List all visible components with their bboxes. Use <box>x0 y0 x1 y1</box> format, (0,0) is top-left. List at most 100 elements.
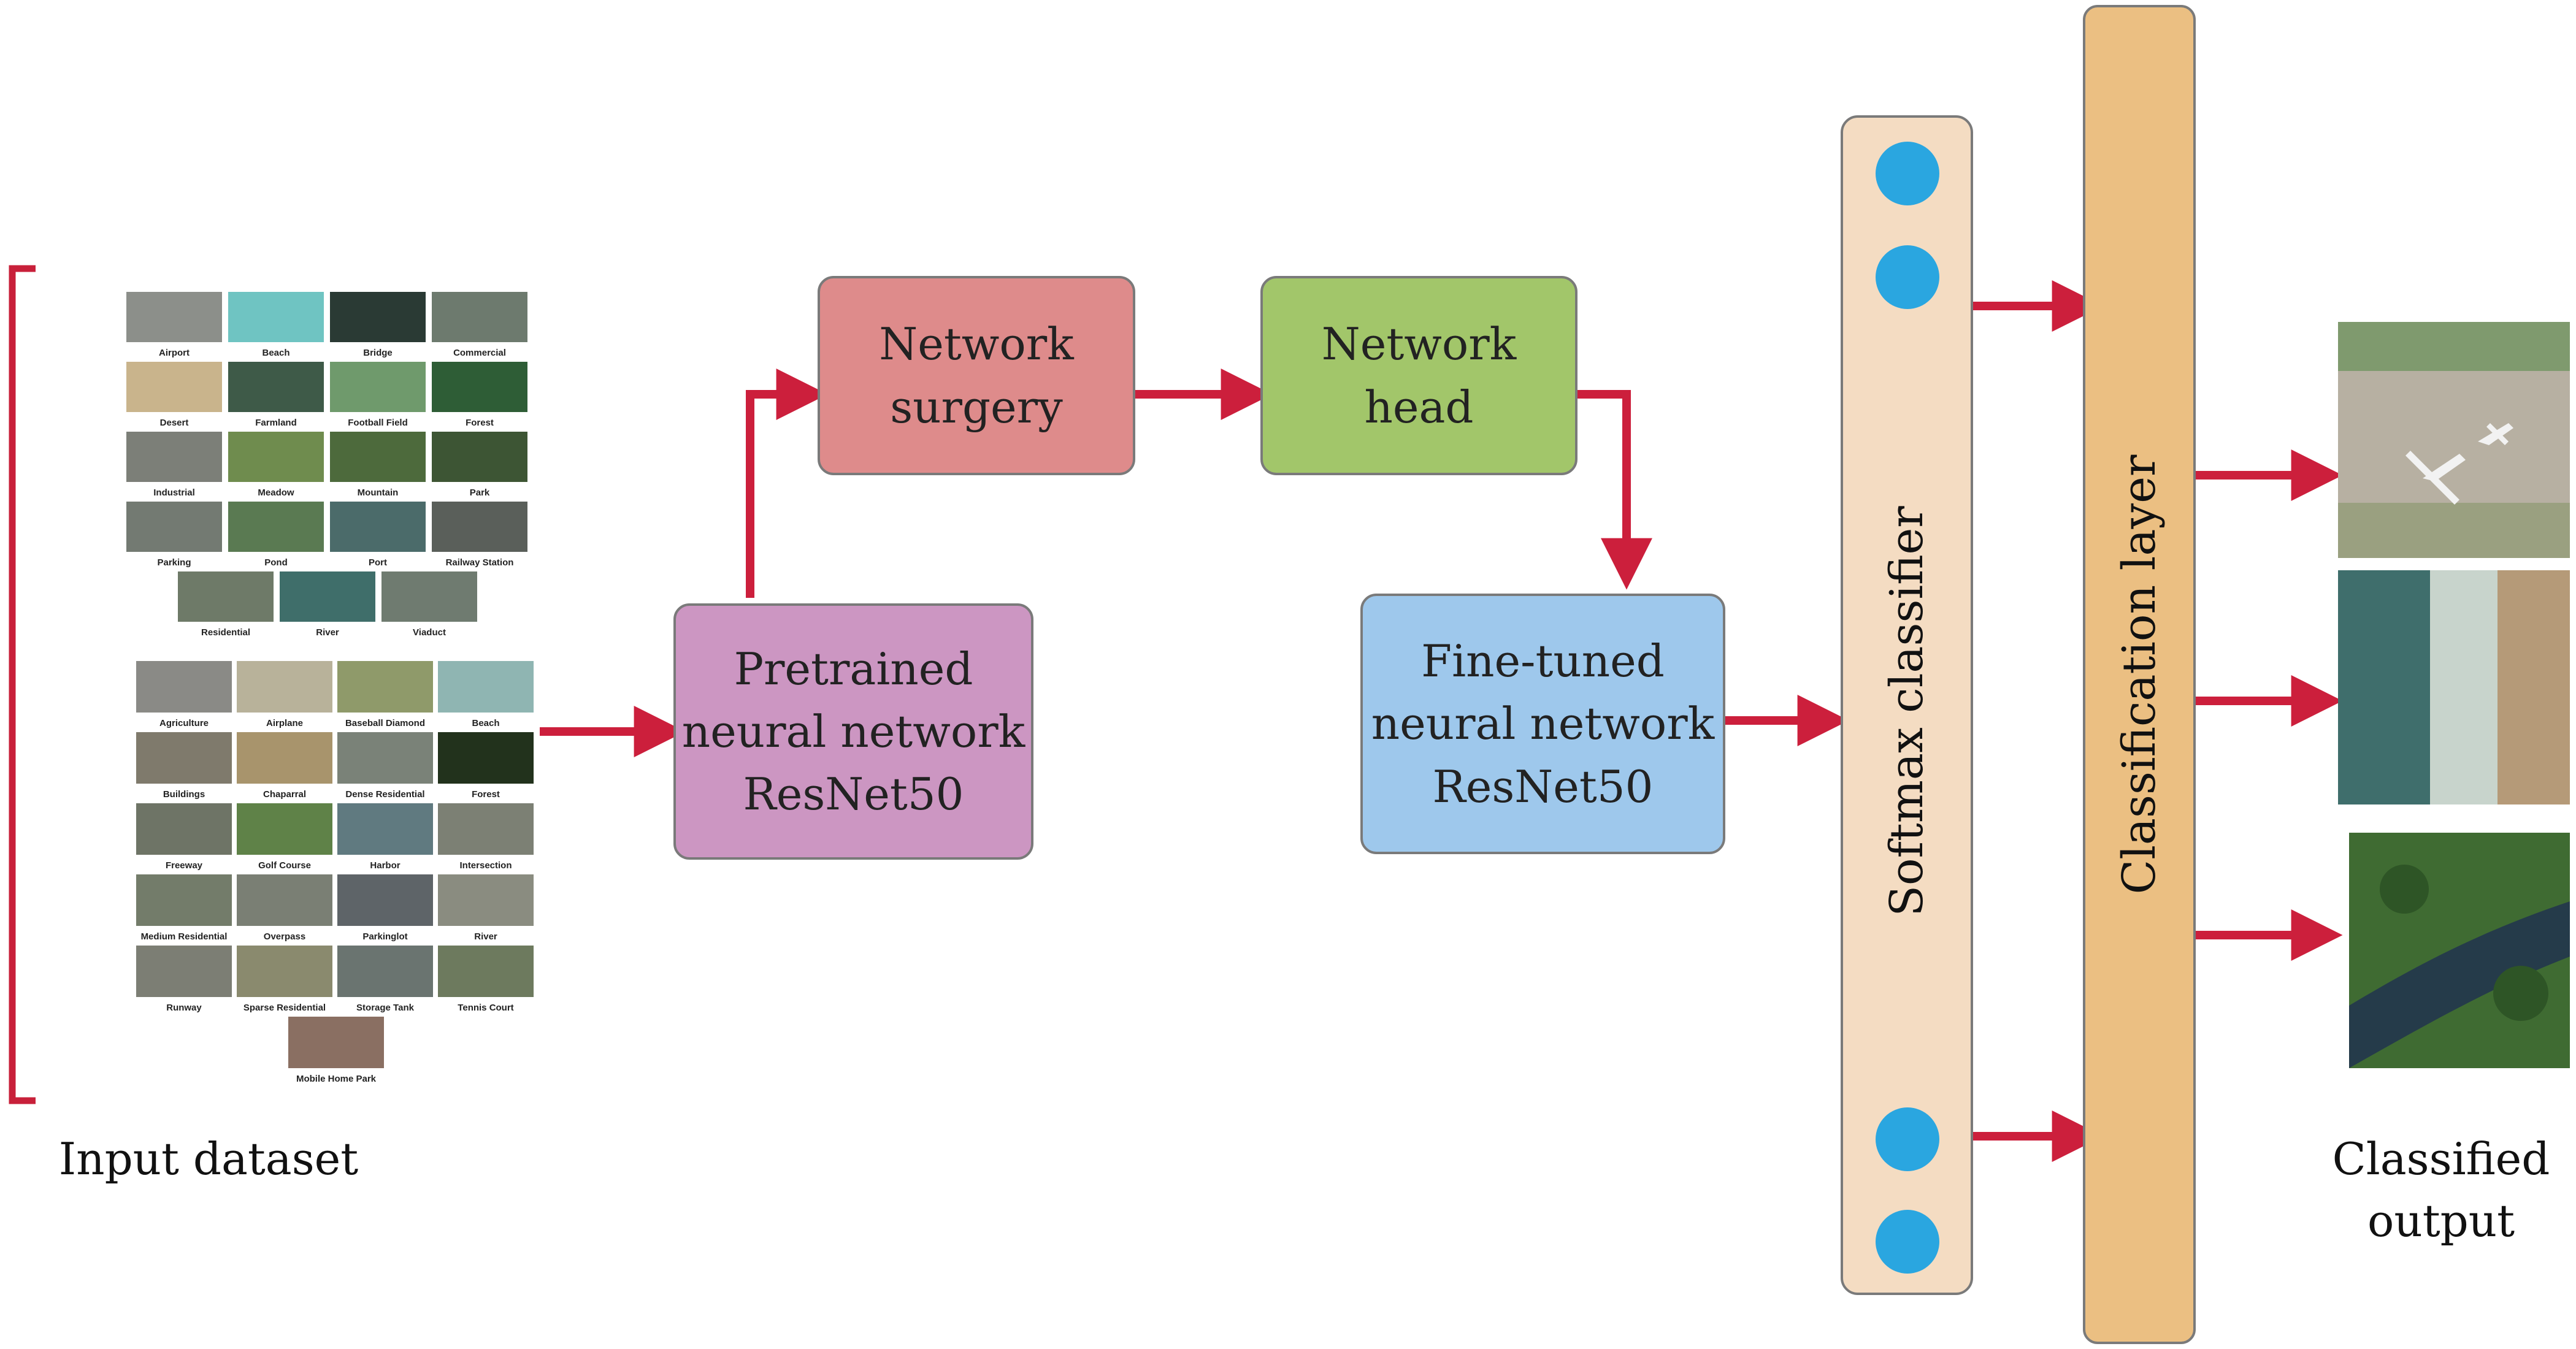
thumb-railway-station <box>432 502 527 552</box>
thumb-meadow <box>228 432 324 482</box>
label-mobile-home-park: Mobile Home Park <box>296 1074 377 1084</box>
thumb-parkinglot <box>337 874 433 926</box>
pretrained-network-box: Pretrained neural network ResNet50 <box>673 603 1033 860</box>
thumb-chaparral <box>237 732 332 784</box>
thumb-runway <box>136 946 232 997</box>
label-medium-residential: Medium Residential <box>141 931 228 942</box>
thumb-medium-residential <box>136 874 232 926</box>
thumb-river <box>280 571 375 622</box>
thumb-parking <box>126 502 222 552</box>
thumb-farmland <box>228 362 324 412</box>
classified-output-caption: Classified output <box>2332 1133 2550 1247</box>
label-parking: Parking <box>157 557 191 568</box>
label-chaparral: Chaparral <box>263 789 306 800</box>
thumb-port <box>330 502 426 552</box>
label-mountain: Mountain <box>358 487 399 498</box>
thumb-bridge <box>330 292 426 342</box>
connectors <box>540 280 2343 1162</box>
arrow-pretrained-to-surgery <box>746 369 828 598</box>
label-tennis-court: Tennis Court <box>458 1003 513 1013</box>
arrow-head-to-finetuned <box>1577 390 1652 590</box>
input-dataset-caption: Input dataset <box>58 1133 359 1185</box>
thumb-forest-2 <box>438 732 534 784</box>
label-railway-station: Railway Station <box>446 557 514 568</box>
thumb-baseball-diamond <box>337 661 433 713</box>
softmax-node-4 <box>1876 1210 1939 1274</box>
thumb-river-2 <box>438 874 534 926</box>
label-park: Park <box>470 487 490 498</box>
thumb-buildings <box>136 732 232 784</box>
label-agriculture: Agriculture <box>159 718 209 728</box>
thumb-golf-course <box>237 803 332 855</box>
thumb-football-field <box>330 362 426 412</box>
thumb-pond <box>228 502 324 552</box>
thumb-beach-2 <box>438 661 534 713</box>
label-farmland: Farmland <box>255 418 297 428</box>
thumb-tennis-court <box>438 946 534 997</box>
softmax-node-2 <box>1876 245 1939 309</box>
thumb-viaduct <box>381 571 477 622</box>
softmax-node-3 <box>1876 1107 1939 1171</box>
classification-layer-column <box>2083 5 2196 1344</box>
thumb-harbor <box>337 803 433 855</box>
label-harbor: Harbor <box>370 860 400 871</box>
thumb-mountain <box>330 432 426 482</box>
thumb-forest <box>432 362 527 412</box>
label-buildings: Buildings <box>163 789 205 800</box>
label-residential: Residential <box>201 627 250 638</box>
label-bridge: Bridge <box>363 348 393 358</box>
network-surgery-box: Network surgery <box>818 276 1135 475</box>
thumb-storage-tank <box>337 946 433 997</box>
label-industrial: Industrial <box>153 487 195 498</box>
thumb-mobile-home-park <box>288 1017 384 1068</box>
softmax-classifier-label: Softmax classifier <box>1880 506 1933 917</box>
label-desert: Desert <box>160 418 189 428</box>
label-forest: Forest <box>466 418 494 428</box>
label-pond: Pond <box>264 557 288 568</box>
dataset-1-grid: Airport Beach Bridge Commercial Desert F… <box>126 292 527 638</box>
label-parkinglot: Parkinglot <box>362 931 407 942</box>
thumb-desert <box>126 362 222 412</box>
thumb-intersection <box>438 803 534 855</box>
label-runway: Runway <box>166 1003 202 1013</box>
thumb-overpass <box>237 874 332 926</box>
input-bracket <box>9 265 36 1104</box>
thumb-freeway <box>136 803 232 855</box>
label-golf-course: Golf Course <box>258 860 311 871</box>
label-beach-2: Beach <box>472 718 499 728</box>
classification-layer-label: Classification layer <box>2113 454 2166 895</box>
label-dense-residential: Dense Residential <box>345 789 424 800</box>
network-head-box: Network head <box>1260 276 1577 475</box>
thumb-sparse-residential <box>237 946 332 997</box>
thumb-park <box>432 432 527 482</box>
label-commercial: Commercial <box>453 348 506 358</box>
thumb-commercial <box>432 292 527 342</box>
airplane-icon <box>2405 451 2466 505</box>
label-river: River <box>316 627 339 638</box>
label-overpass: Overpass <box>264 931 305 942</box>
thumb-agriculture <box>136 661 232 713</box>
label-football-field: Football Field <box>348 418 408 428</box>
label-meadow: Meadow <box>258 487 294 498</box>
label-baseball-diamond: Baseball Diamond <box>345 718 425 728</box>
thumb-beach <box>228 292 324 342</box>
finetuned-network-box: Fine-tuned neural network ResNet50 <box>1360 594 1725 854</box>
label-forest-2: Forest <box>472 789 500 800</box>
softmax-node-1 <box>1876 142 1939 205</box>
label-airport: Airport <box>159 348 190 358</box>
label-river-2: River <box>474 931 497 942</box>
label-viaduct: Viaduct <box>413 627 446 638</box>
label-airplane: Airplane <box>266 718 303 728</box>
label-sparse-residential: Sparse Residential <box>243 1003 326 1013</box>
label-intersection: Intersection <box>459 860 512 871</box>
thumb-residential <box>178 571 274 622</box>
thumb-airport <box>126 292 222 342</box>
label-beach: Beach <box>262 348 289 358</box>
label-port: Port <box>369 557 387 568</box>
softmax-classifier-column <box>1841 115 1973 1295</box>
label-freeway: Freeway <box>166 860 203 871</box>
thumb-airplane <box>237 661 332 713</box>
thumb-industrial <box>126 432 222 482</box>
classified-outputs <box>2338 322 2570 1068</box>
